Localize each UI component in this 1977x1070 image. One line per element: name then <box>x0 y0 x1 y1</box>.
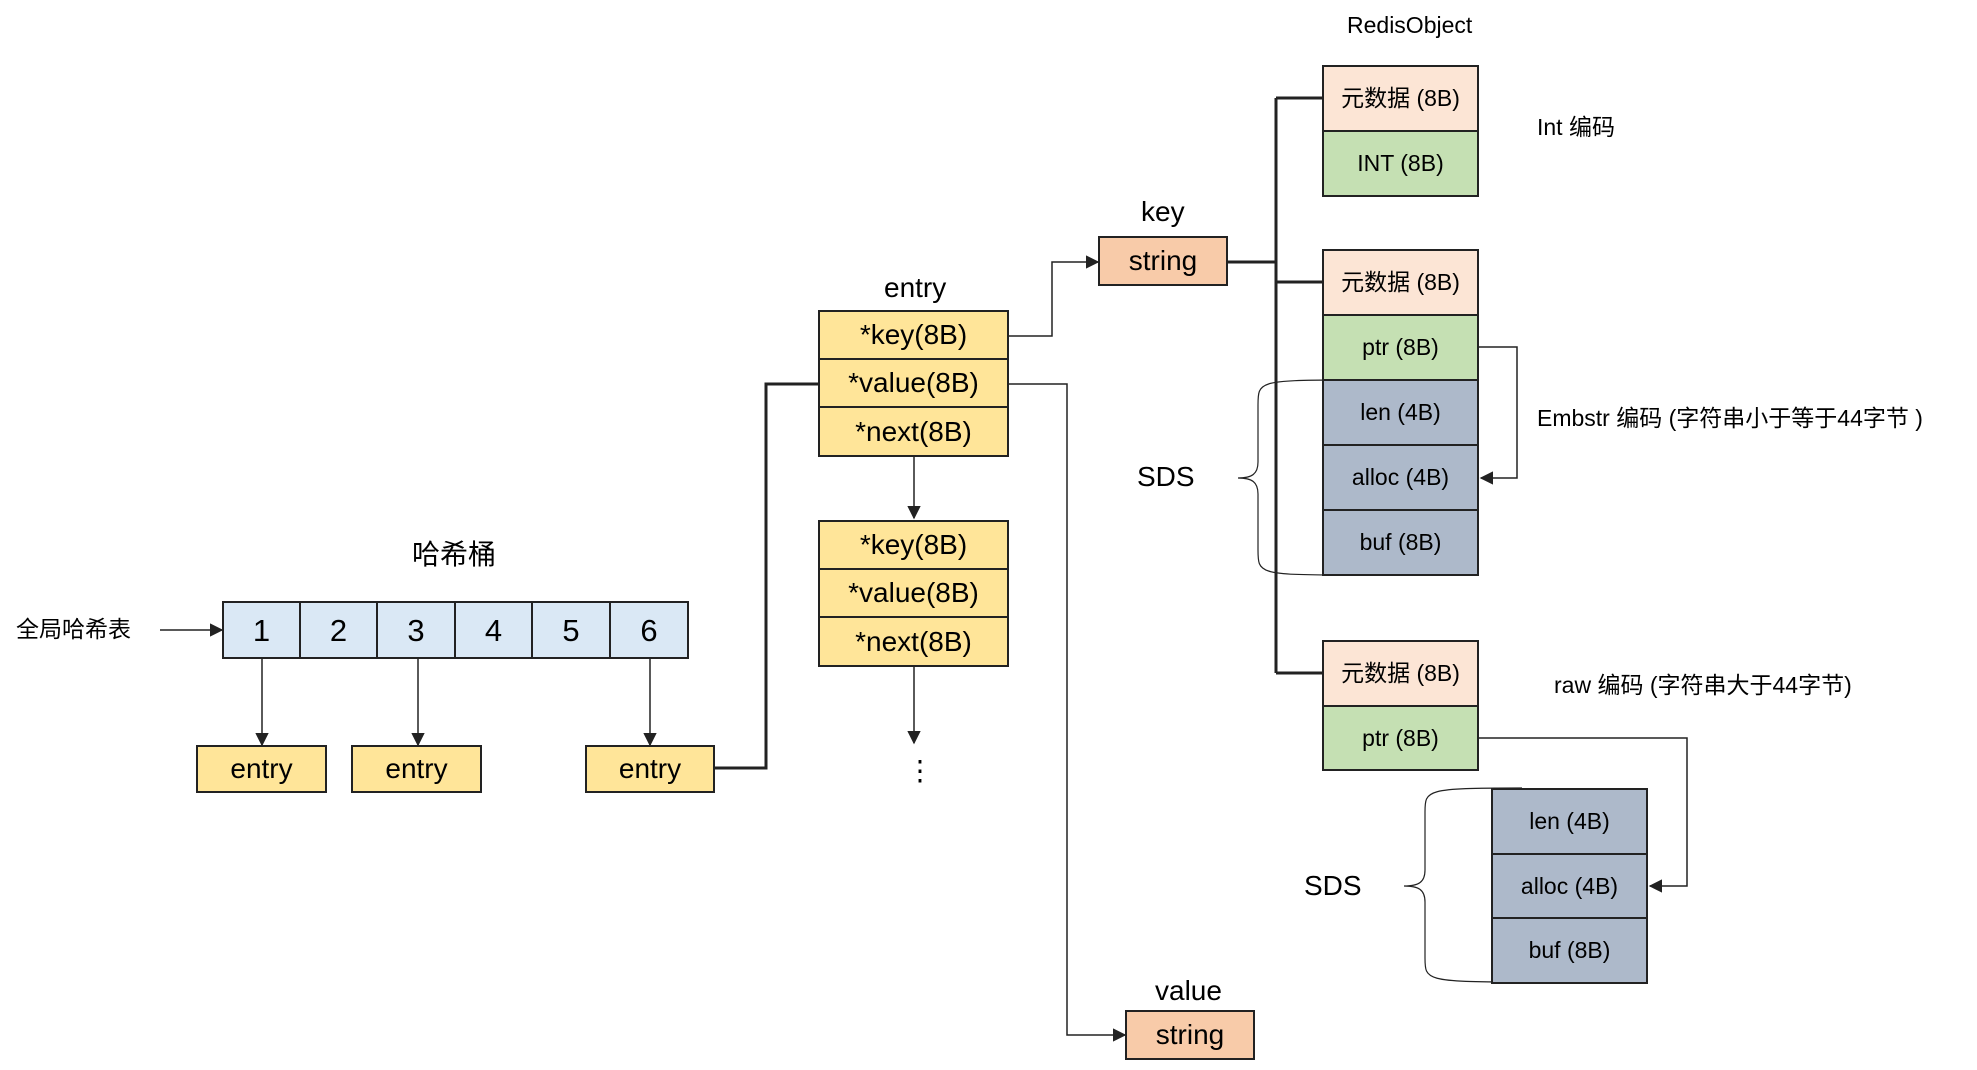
embstr-ptr-field: ptr (8B) <box>1322 314 1479 381</box>
value-pointer-arrow <box>1008 383 1127 1042</box>
list-ellipsis: ⋮ <box>906 755 934 786</box>
entry-next-field: *next(8B) <box>818 406 1009 457</box>
key-label: key <box>1141 196 1185 227</box>
value-label: value <box>1155 975 1222 1006</box>
entry-struct-title: entry <box>884 272 947 303</box>
bucket-cell-5: 5 <box>531 601 611 659</box>
embstr-ptr-arrow <box>1479 346 1518 485</box>
embstr-len-field: len (4B) <box>1322 379 1479 446</box>
value-string-box: string <box>1125 1010 1255 1060</box>
bucket-cell-3: 3 <box>376 601 456 659</box>
bucket-entry-1: entry <box>196 745 327 793</box>
global-hash-table-label: 全局哈希表 <box>16 616 131 642</box>
raw-ptr-field: ptr (8B) <box>1322 705 1479 771</box>
raw-sds-len-field: len (4B) <box>1491 788 1648 855</box>
bucket-entry-6: entry <box>585 745 715 793</box>
int-encoding-label: Int 编码 <box>1537 114 1615 140</box>
next-entry-value-field: *value(8B) <box>818 568 1009 618</box>
int-metadata-field: 元数据 (8B) <box>1322 65 1479 132</box>
raw-metadata-field: 元数据 (8B) <box>1322 640 1479 707</box>
raw-ptr-arrow <box>1479 737 1688 893</box>
entry-to-struct-line <box>715 382 818 770</box>
embstr-metadata-field: 元数据 (8B) <box>1322 249 1479 316</box>
raw-sds-brace <box>1403 787 1523 983</box>
raw-encoding-label: raw 编码 (字符串大于44字节) <box>1554 672 1852 698</box>
raw-sds-alloc-field: alloc (4B) <box>1491 853 1648 919</box>
next-entry-key-field: *key(8B) <box>818 520 1009 570</box>
embstr-alloc-field: alloc (4B) <box>1322 444 1479 511</box>
hash-bucket-title: 哈希桶 <box>412 539 497 570</box>
next-entry-next-field: *next(8B) <box>818 616 1009 667</box>
bucket-entry-3: entry <box>351 745 482 793</box>
embstr-encoding-label: Embstr 编码 (字符串小于等于44字节 ) <box>1537 405 1923 431</box>
bucket-cell-1: 1 <box>222 601 301 659</box>
key-string-box: string <box>1098 236 1228 286</box>
raw-sds-buf-field: buf (8B) <box>1491 917 1648 984</box>
bucket-cell-4: 4 <box>454 601 533 659</box>
raw-sds-label: SDS <box>1304 870 1362 901</box>
embstr-buf-field: buf (8B) <box>1322 509 1479 576</box>
embstr-sds-brace <box>1237 379 1346 576</box>
bucket-cell-6: 6 <box>609 601 689 659</box>
int-value-field: INT (8B) <box>1322 130 1479 197</box>
key-pointer-arrow <box>1008 255 1100 337</box>
bucket-cell-2: 2 <box>299 601 378 659</box>
redis-object-title: RedisObject <box>1347 12 1473 38</box>
entry-key-field: *key(8B) <box>818 310 1009 360</box>
embstr-sds-label: SDS <box>1137 461 1195 492</box>
entry-value-field: *value(8B) <box>818 358 1009 408</box>
